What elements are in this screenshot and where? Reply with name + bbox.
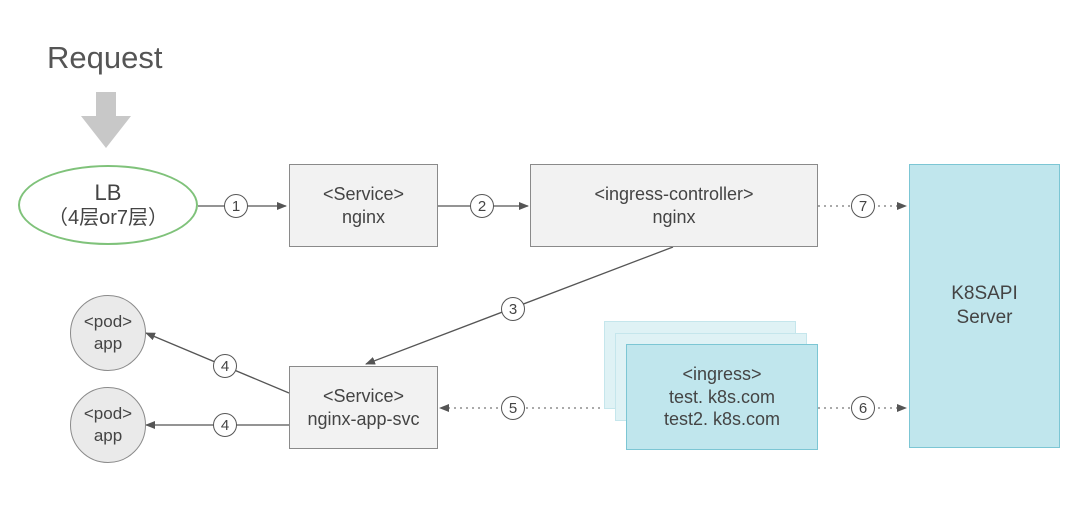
service-nginx-name: nginx — [341, 206, 386, 227]
service-app-box: <Service> nginx-app-svc — [289, 366, 438, 449]
step-6-badge: 6 — [851, 396, 875, 420]
pod-app-top: <pod> app — [70, 295, 146, 371]
pod-bottom-kind: <pod> — [83, 403, 133, 423]
lb-node: LB （4层or7层） — [18, 165, 198, 245]
ingress-host-1: test. k8s.com — [668, 386, 776, 407]
service-app-name: nginx-app-svc — [307, 408, 420, 429]
ingress-controller-box: <ingress-controller> nginx — [530, 164, 818, 247]
lb-layer-label: （4层or7层） — [47, 207, 169, 230]
ingress-host-2: test2. k8s.com — [663, 409, 781, 430]
pod-bottom-name: app — [93, 426, 123, 445]
pod-top-kind: <pod> — [83, 311, 133, 331]
service-app-kind: <Service> — [322, 386, 405, 406]
k8s-server-label: Server — [956, 307, 1013, 328]
request-down-arrow — [81, 92, 131, 148]
lb-label: LB — [94, 179, 122, 205]
service-nginx-box: <Service> nginx — [289, 164, 438, 247]
ingress-box: <ingress> test. k8s.com test2. k8s.com — [626, 344, 818, 450]
step-3-badge: 3 — [501, 297, 525, 321]
step-4a-badge: 4 — [213, 354, 237, 378]
step-7-badge: 7 — [851, 194, 875, 218]
k8s-api-label: K8SAPI — [951, 283, 1018, 305]
service-nginx-kind: <Service> — [322, 184, 405, 204]
ingress-controller-kind: <ingress-controller> — [594, 184, 754, 204]
pod-top-name: app — [93, 334, 123, 353]
step-1-badge: 1 — [224, 194, 248, 218]
k8s-api-server-box: K8SAPI Server — [909, 164, 1060, 448]
ingress-controller-name: nginx — [652, 206, 696, 227]
pod-app-bottom: <pod> app — [70, 387, 146, 463]
ingress-kind: <ingress> — [682, 364, 762, 385]
request-title: Request — [47, 40, 163, 75]
step-2-badge: 2 — [470, 194, 494, 218]
step-4b-badge: 4 — [213, 413, 237, 437]
step-5-badge: 5 — [501, 396, 525, 420]
